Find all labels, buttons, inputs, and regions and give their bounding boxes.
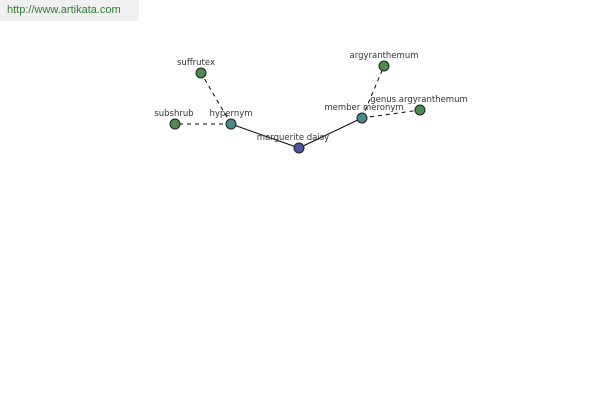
relation-node-circle bbox=[225, 118, 237, 130]
term-node-label: suffrutex bbox=[177, 58, 215, 68]
edge-root-to-member-meronym bbox=[298, 117, 363, 149]
relation-node-circle bbox=[356, 112, 368, 124]
term-node-circle bbox=[195, 67, 207, 79]
relation-node-label: hypernym bbox=[209, 109, 252, 119]
term-node-circle bbox=[378, 60, 390, 72]
node-genus-argyranthemum[interactable]: genus argyranthemum bbox=[370, 95, 468, 116]
node-hypernym[interactable]: hypernym bbox=[209, 109, 253, 130]
node-member-meronym[interactable]: member meronym bbox=[324, 103, 404, 124]
root-node-label: marguerite daisy bbox=[257, 133, 329, 143]
node-subshrub[interactable]: subshrub bbox=[154, 109, 194, 130]
node-suffrutex[interactable]: suffrutex bbox=[177, 58, 215, 79]
term-node-circle bbox=[414, 104, 426, 116]
edge-hypernym-to-suffrutex bbox=[200, 72, 232, 125]
node-argyranthemum[interactable]: argyranthemum bbox=[350, 51, 419, 72]
term-node-label: argyranthemum bbox=[350, 51, 419, 61]
site-url-link[interactable]: http://www.artikata.com bbox=[0, 0, 139, 21]
node-marguerite-daisy[interactable]: marguerite daisy bbox=[257, 133, 329, 154]
relation-node-label: member meronym bbox=[324, 103, 403, 113]
term-node-label: genus argyranthemum bbox=[370, 95, 468, 105]
root-node-circle bbox=[293, 142, 305, 154]
edge-member-meronym-to-genus-argyranthemum bbox=[361, 109, 421, 119]
edge-member-meronym-to-argyranthemum bbox=[361, 65, 385, 119]
term-node-circle bbox=[169, 118, 181, 130]
edge-root-to-hypernym bbox=[230, 123, 300, 149]
term-node-label: subshrub bbox=[154, 109, 193, 119]
